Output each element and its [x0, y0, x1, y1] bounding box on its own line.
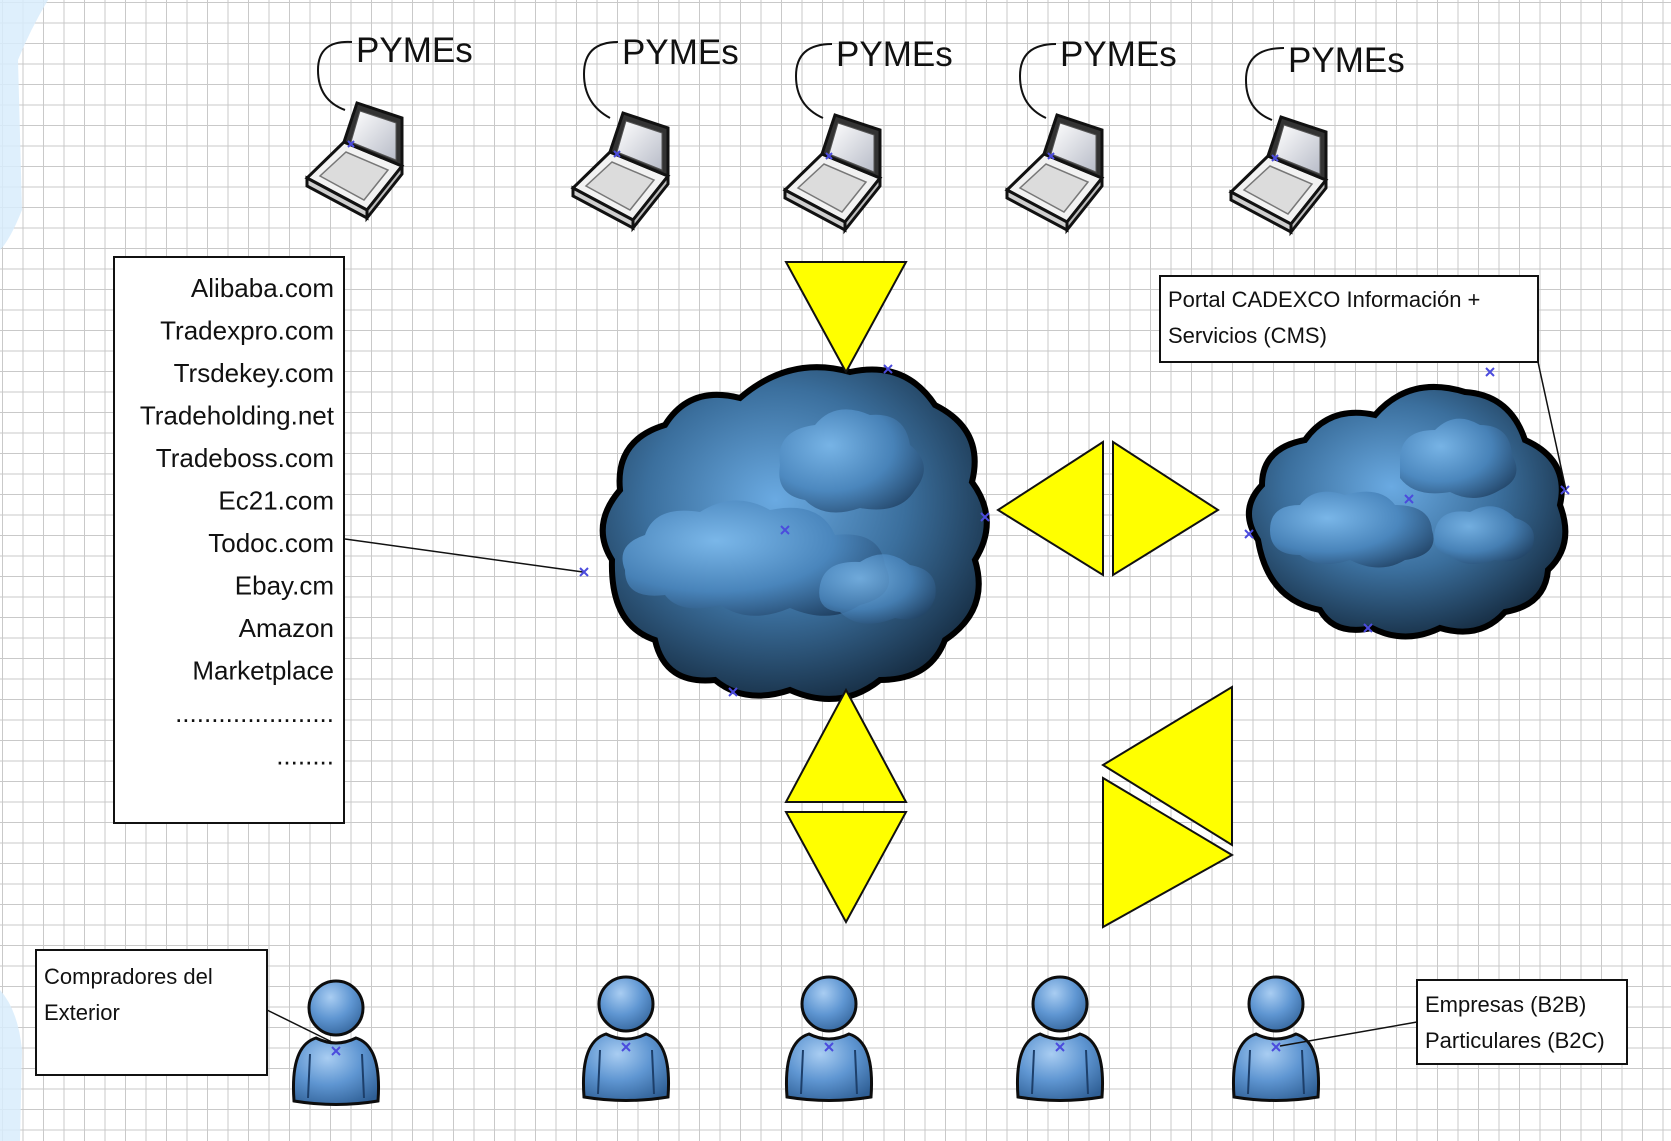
marketplace-item: Trsdekey.com [174, 358, 334, 388]
portal-leader-line [1537, 361, 1567, 491]
laptop-icon [305, 101, 404, 220]
marketplace-list-box: Alibaba.comTradexpro.comTrsdekey.comTrad… [113, 256, 345, 824]
buyers-note-frame [35, 949, 268, 1076]
arrow-down-top [784, 261, 908, 375]
user-icon [1015, 975, 1105, 1102]
laptop-node-5: PYMEs [1229, 41, 1405, 234]
marketplace-item: Marketplace [192, 656, 334, 686]
marketplace-item: Tradeholding.net [140, 401, 335, 431]
marketplace-item: Alibaba.com [191, 273, 334, 303]
buyers-note-line1: Compradores del [44, 964, 213, 989]
arrow-diagonal-left [1101, 685, 1233, 847]
laptop-leader-line [1018, 43, 1057, 119]
marketplace-item: Ebay.cm [235, 571, 334, 601]
arrow-left [996, 440, 1104, 577]
laptop-icon [571, 111, 670, 230]
portal-note: Portal CADEXCO Información + Servicios (… [1159, 275, 1567, 491]
arrow-up-bottom [784, 687, 908, 803]
arrow-down-bottom [784, 811, 908, 925]
cloud-puff [779, 409, 924, 513]
marketplace-list: Alibaba.comTradexpro.comTrsdekey.comTrad… [140, 273, 335, 771]
laptop-icon [783, 113, 882, 232]
laptop-icon [1005, 113, 1104, 232]
marketplace-item: Ec21.com [218, 486, 334, 516]
laptop-node-1: PYMEs [305, 31, 473, 220]
user-icon [1231, 975, 1321, 1102]
laptop-label: PYMEs [1288, 41, 1405, 80]
user-icon [291, 979, 381, 1106]
laptop-label: PYMEs [622, 33, 739, 72]
portal-note-line1: Portal CADEXCO Información + [1168, 287, 1480, 312]
laptop-leader-line [1244, 47, 1285, 121]
laptop-label: PYMEs [1060, 35, 1177, 74]
laptop-leader-line [316, 40, 353, 111]
marketplace-item: ...................... [175, 698, 334, 728]
marketplace-item: Tradexpro.com [160, 316, 334, 346]
laptop-label: PYMEs [356, 31, 473, 70]
arrow-right [1112, 440, 1220, 577]
buyers-note: Compradores del Exterior [35, 949, 337, 1076]
laptop-leader-line [582, 41, 619, 119]
marketplace-item: ........ [276, 741, 334, 771]
portal-note-line2: Servicios (CMS) [1168, 323, 1327, 348]
clients-note: Empresas (B2B) Particulares (B2C) [1279, 979, 1628, 1065]
clients-note-line2: Particulares (B2C) [1425, 1028, 1605, 1053]
arrow-diagonal-right [1102, 776, 1234, 929]
buyers-leader-line [266, 1009, 337, 1045]
laptop-node-2: PYMEs [571, 33, 739, 230]
marketplace-box-frame [113, 256, 345, 824]
corner-decoration [0, 0, 48, 250]
laptop-node-4: PYMEs [1005, 35, 1177, 232]
clients-note-frame [1416, 979, 1628, 1065]
clients-leader-line [1279, 1021, 1418, 1047]
marketplace-item: Amazon [239, 613, 334, 643]
buyers-note-line2: Exterior [44, 1000, 120, 1025]
internet-cloud-main [579, 364, 990, 702]
laptop-leader-line [794, 43, 833, 119]
laptop-icon [1229, 115, 1328, 234]
internet-cloud-portal [1244, 367, 1570, 640]
flow-arrows [784, 261, 1234, 929]
marketplace-item: Tradeboss.com [156, 443, 334, 473]
clients-note-line1: Empresas (B2B) [1425, 992, 1586, 1017]
laptop-label: PYMEs [836, 35, 953, 74]
marketplace-item: Todoc.com [208, 528, 334, 558]
cloud-puff [1434, 506, 1534, 564]
user-icon [784, 975, 874, 1102]
cloud-puff [1400, 418, 1517, 499]
marketplace-leader-line [344, 538, 584, 573]
cloud-puff [819, 554, 936, 624]
cloud-puff [1270, 491, 1434, 568]
corner-decoration-bottom [0, 990, 22, 1141]
user-icon [581, 975, 671, 1102]
laptop-node-3: PYMEs [783, 35, 953, 232]
portal-note-frame [1159, 275, 1539, 363]
